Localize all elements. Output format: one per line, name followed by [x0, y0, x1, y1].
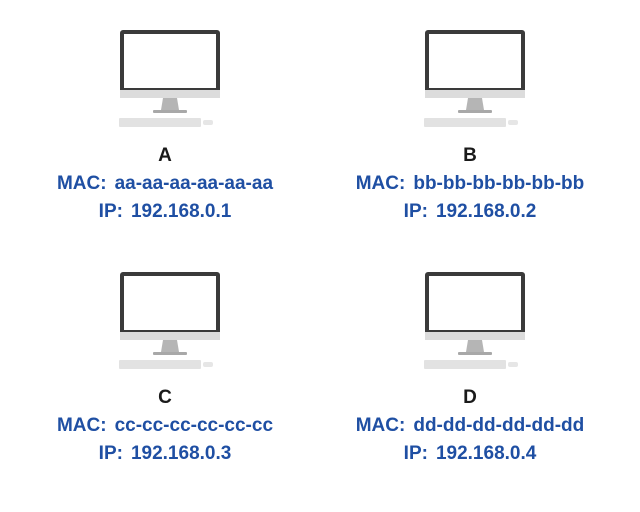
ip-address: 192.168.0.1	[130, 201, 232, 222]
mac-address-line: MAC: dd-dd-dd-dd-dd-dd	[320, 415, 620, 437]
computer-name: D	[463, 387, 477, 408]
mac-address-line: MAC: cc-cc-cc-cc-cc-cc	[15, 415, 315, 437]
ip-address: 192.168.0.3	[130, 443, 232, 464]
desktop-computer-icon	[119, 30, 220, 127]
mac-address: cc-cc-cc-cc-cc-cc	[114, 415, 274, 436]
computer-name: B	[463, 145, 477, 166]
computer-node-a: A MAC:aa-aa-aa-aa-aa-aa IP:192.168.0.1	[15, 30, 315, 270]
ip-separator: :	[421, 443, 428, 464]
ip-address-line: IP:192.168.0.1	[15, 201, 315, 223]
ip-label: IP	[403, 443, 422, 464]
computer-node-c: C MAC:cc-cc-cc-cc-cc-cc IP:192.168.0.3	[15, 272, 315, 512]
ip-separator: :	[116, 443, 123, 464]
mac-separator: :	[399, 415, 406, 436]
ip-label: IP	[98, 201, 117, 222]
desktop-computer-icon	[424, 30, 525, 127]
desktop-computer-icon	[119, 272, 220, 369]
ip-label: IP	[403, 201, 422, 222]
mac-address: bb-bb-bb-bb-bb-bb	[413, 173, 585, 194]
ip-address-line: IP:192.168.0.4	[320, 443, 620, 465]
mac-address-line: MAC: aa-aa-aa-aa-aa-aa	[15, 173, 315, 195]
mac-separator: :	[100, 173, 107, 194]
mac-separator: :	[399, 173, 406, 194]
mac-label: MAC	[355, 173, 400, 194]
ip-separator: :	[116, 201, 123, 222]
ip-address-line: IP:192.168.0.3	[15, 443, 315, 465]
computer-name: C	[158, 387, 172, 408]
mac-label: MAC	[355, 415, 400, 436]
mac-label: MAC	[56, 415, 101, 436]
computer-name: A	[158, 145, 172, 166]
mac-separator: :	[100, 415, 107, 436]
ip-address: 192.168.0.4	[435, 443, 537, 464]
mac-address: aa-aa-aa-aa-aa-aa	[114, 173, 274, 194]
mac-address-line: MAC: bb-bb-bb-bb-bb-bb	[320, 173, 620, 195]
mac-address: dd-dd-dd-dd-dd-dd	[413, 415, 585, 436]
ip-address-line: IP:192.168.0.2	[320, 201, 620, 223]
ip-separator: :	[421, 201, 428, 222]
ip-label: IP	[98, 443, 117, 464]
desktop-computer-icon	[424, 272, 525, 369]
computer-node-b: B MAC:bb-bb-bb-bb-bb-bb IP:192.168.0.2	[320, 30, 620, 270]
mac-label: MAC	[56, 173, 101, 194]
ip-address: 192.168.0.2	[435, 201, 537, 222]
computer-node-d: D MAC:dd-dd-dd-dd-dd-dd IP:192.168.0.4	[320, 272, 620, 512]
